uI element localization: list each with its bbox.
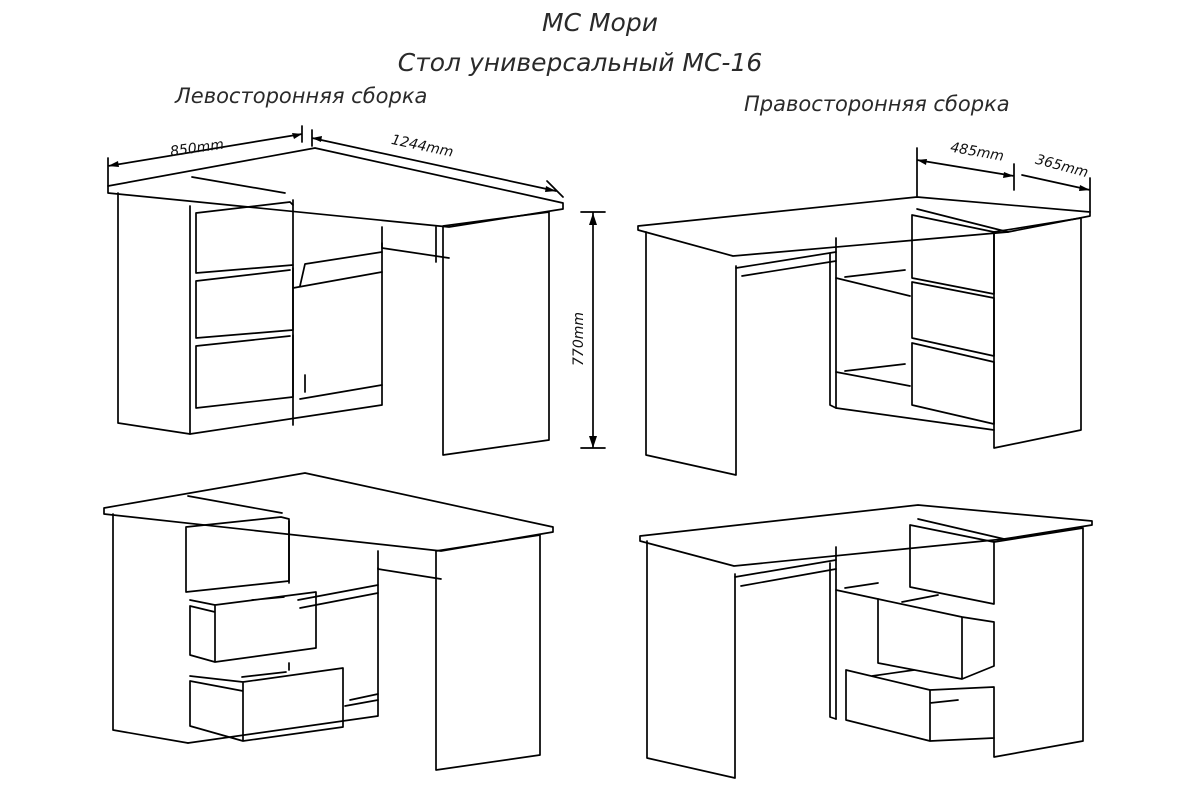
desk-leg bbox=[646, 540, 736, 779]
drawer-3 bbox=[911, 342, 995, 425]
drawer-1 bbox=[911, 214, 995, 295]
desk-top bbox=[103, 472, 554, 552]
drawer-middle-open bbox=[189, 591, 317, 663]
desk-top-seam bbox=[916, 208, 1009, 233]
left-assembly-label: Левосторонняя сборка bbox=[175, 84, 428, 108]
cabinet-side bbox=[112, 513, 189, 744]
modesty-panel bbox=[381, 226, 450, 259]
drawer-middle-open bbox=[877, 594, 995, 680]
shelf bbox=[292, 251, 383, 289]
cabinet-side bbox=[993, 217, 1082, 449]
dim-line-1244 bbox=[311, 129, 564, 198]
dim-line-485 bbox=[916, 147, 1015, 197]
shelf bbox=[835, 582, 879, 600]
desk-left-open bbox=[103, 472, 554, 771]
drawer-2 bbox=[195, 267, 294, 339]
modesty-panel bbox=[377, 550, 442, 580]
cabinet-front bbox=[187, 567, 379, 744]
desk-left-closed: 850mm 1244mm 770mm bbox=[107, 125, 606, 456]
drawer-top-closed bbox=[185, 516, 290, 593]
desk-top bbox=[107, 147, 564, 228]
drawer-bottom-open bbox=[189, 667, 344, 742]
right-assembly-label: Правосторонняя сборка bbox=[744, 92, 1010, 116]
desk-leg bbox=[435, 534, 541, 771]
drawer-1 bbox=[195, 201, 294, 274]
shelf-bottom bbox=[299, 374, 383, 400]
drawer-top-closed bbox=[909, 524, 995, 605]
desk-right-open bbox=[639, 504, 1093, 779]
desk-top-seam bbox=[187, 495, 283, 514]
desk-leg bbox=[442, 211, 550, 456]
shelf-bottom bbox=[835, 363, 911, 387]
cabinet-side bbox=[117, 192, 191, 435]
leg-inner bbox=[829, 253, 837, 409]
cabinet-inner bbox=[835, 231, 995, 431]
desk-top-seam bbox=[191, 176, 286, 194]
cabinet-front bbox=[189, 242, 383, 435]
leg-inner bbox=[829, 562, 837, 720]
drawer-2 bbox=[911, 281, 995, 357]
drawer-bottom-open bbox=[845, 669, 995, 742]
shelf-bottom bbox=[344, 693, 379, 707]
cabinet-side bbox=[993, 527, 1084, 758]
desk-leg bbox=[645, 231, 737, 476]
brand-title: МС Мори bbox=[542, 8, 658, 37]
modesty-panel bbox=[735, 251, 837, 277]
modesty-panel bbox=[734, 559, 837, 587]
desk-top bbox=[639, 504, 1093, 567]
dim-line-365 bbox=[1021, 174, 1091, 213]
shelf bbox=[297, 584, 379, 609]
dim-770-label: 770mm bbox=[571, 312, 587, 366]
drawer-3 bbox=[195, 334, 294, 409]
desk-right-closed: 485mm 365mm bbox=[637, 140, 1091, 476]
dim-365-label: 365mm bbox=[1034, 152, 1090, 181]
desk-top-seam bbox=[917, 518, 1005, 540]
shelf bbox=[835, 269, 911, 297]
product-title: Стол универсальный МС-16 bbox=[397, 48, 763, 77]
desk-top bbox=[637, 196, 1091, 257]
dim-485-label: 485mm bbox=[949, 140, 1005, 165]
dim-850-label: 850mm bbox=[169, 137, 225, 160]
